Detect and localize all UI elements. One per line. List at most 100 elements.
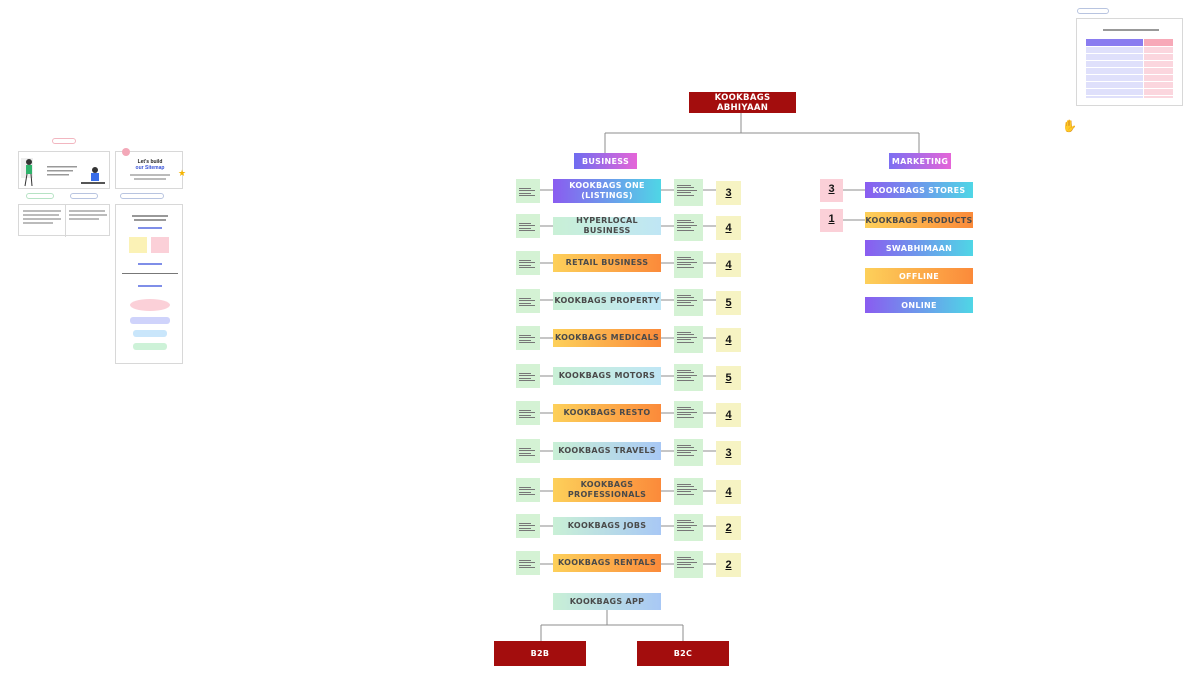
business-detail-note <box>674 326 703 353</box>
business-left-note <box>516 364 540 388</box>
business-count-value: 2 <box>725 522 732 534</box>
business-count-value: 3 <box>725 187 732 199</box>
business-detail-note <box>674 364 703 391</box>
instructions-card <box>18 204 110 237</box>
business-count-note: 4 <box>716 216 741 240</box>
tag-blue <box>70 193 98 199</box>
business-count-note: 5 <box>716 291 741 315</box>
business-detail-note <box>674 289 703 316</box>
business-item-node[interactable]: RETAIL BUSINESS <box>553 254 661 272</box>
legend-card <box>115 204 183 364</box>
business-item-node[interactable]: KOOKBAGS TRAVELS <box>553 442 661 460</box>
business-count-note: 3 <box>716 441 741 465</box>
business-detail-note <box>674 478 703 505</box>
business-item-node[interactable]: KOOKBAGS PROPERTY <box>553 292 661 310</box>
intro-card <box>18 151 110 189</box>
action-table-card <box>1076 18 1183 106</box>
tag-right <box>120 193 164 199</box>
business-side-connectors <box>540 189 716 565</box>
marketing-stores-count: 3 <box>828 183 835 195</box>
table-header-left <box>1086 39 1143 46</box>
template-top-tag <box>52 138 76 144</box>
business-detail-note <box>674 439 703 466</box>
table-top-tag <box>1077 8 1109 14</box>
business-count-note: 4 <box>716 480 741 504</box>
b2c-node[interactable]: B2C <box>637 641 729 666</box>
business-item-node[interactable]: KOOKBAGS RENTALS <box>553 554 661 572</box>
business-count-note: 4 <box>716 328 741 352</box>
b2b-node[interactable]: B2B <box>494 641 586 666</box>
legend-yellow-note <box>129 237 147 253</box>
business-count-value: 5 <box>725 297 732 309</box>
business-count-note: 4 <box>716 253 741 277</box>
marketing-item-products[interactable]: KOOKBAGS PRODUCTS <box>865 212 973 228</box>
marketing-item-offline[interactable]: OFFLINE <box>865 268 973 284</box>
business-detail-note <box>674 551 703 578</box>
legend-green-shape <box>133 343 167 350</box>
business-count-note: 2 <box>716 553 741 577</box>
business-count-value: 4 <box>725 259 732 271</box>
business-item-node[interactable]: KOOKBAGS RESTO <box>553 404 661 422</box>
business-item-node[interactable]: HYPERLOCAL BUSINESS <box>553 216 661 235</box>
legend-pink-note <box>151 237 169 253</box>
business-left-note <box>516 289 540 313</box>
business-left-note <box>516 514 540 538</box>
business-header[interactable]: BUSINESS <box>574 153 637 169</box>
marketing-stores-count-note: 3 <box>820 179 843 202</box>
legend-connector-line <box>122 273 178 274</box>
business-detail-note <box>674 179 703 206</box>
business-left-note <box>516 439 540 463</box>
legend-blue-shape <box>130 317 170 324</box>
table-header-right <box>1144 39 1173 46</box>
table-body-right <box>1144 47 1173 98</box>
star-icon: ★ <box>178 168 187 178</box>
legend-lightblue-shape <box>133 330 167 337</box>
business-count-value: 4 <box>725 222 732 234</box>
marketing-products-count-note: 1 <box>820 209 843 232</box>
sitemap-title-line2: our Sitemap <box>135 165 165 171</box>
business-left-note <box>516 179 540 203</box>
marketing-products-count: 1 <box>828 213 835 225</box>
business-detail-note <box>674 401 703 428</box>
business-detail-note <box>674 514 703 541</box>
business-count-note: 2 <box>716 516 741 540</box>
business-count-value: 4 <box>725 334 732 346</box>
business-item-node[interactable]: KOOKBAGS JOBS <box>553 517 661 535</box>
business-item-node[interactable]: KOOKBAGS MEDICALS <box>553 329 661 347</box>
tag-green <box>26 193 54 199</box>
business-left-note <box>516 326 540 350</box>
marketing-item-swabhimaan[interactable]: SWABHIMAAN <box>865 240 973 256</box>
business-left-note <box>516 214 540 238</box>
kookbags-app-node[interactable]: KOOKBAGS APP <box>553 593 661 610</box>
business-count-value: 2 <box>725 559 732 571</box>
business-count-value: 3 <box>725 447 732 459</box>
business-count-note: 3 <box>716 181 741 205</box>
business-count-note: 5 <box>716 366 741 390</box>
business-count-value: 5 <box>725 372 732 384</box>
marketing-item-online[interactable]: ONLINE <box>865 297 973 313</box>
business-count-value: 4 <box>725 409 732 421</box>
illustration-person-icon <box>21 158 105 187</box>
legend-oval-shape <box>130 299 170 311</box>
sitemap-title-line1: Let's build <box>137 159 163 165</box>
sitemap-title-card: Let's build our Sitemap <box>115 148 183 189</box>
marketing-item-stores[interactable]: KOOKBAGS STORES <box>865 182 973 198</box>
business-left-note <box>516 478 540 502</box>
marketing-header[interactable]: MARKETING <box>889 153 951 169</box>
sitemap-template-area: Let's build our Sitemap ★ <box>18 138 186 364</box>
table-body-left <box>1086 47 1143 98</box>
business-detail-note <box>674 214 703 241</box>
business-left-note <box>516 401 540 425</box>
business-detail-note <box>674 251 703 278</box>
business-item-node[interactable]: KOOKBAGS MOTORS <box>553 367 661 385</box>
business-item-node[interactable]: KOOKBAGS ONE (LISTINGS) <box>553 179 661 203</box>
pin-icon <box>122 148 130 156</box>
business-left-note <box>516 251 540 275</box>
root-node[interactable]: KOOKBAGS ABHIYAAN <box>689 92 796 113</box>
business-count-note: 4 <box>716 403 741 427</box>
business-item-node[interactable]: KOOKBAGS PROFESSIONALS <box>553 478 661 502</box>
business-left-note <box>516 551 540 575</box>
business-count-value: 4 <box>725 486 732 498</box>
hand-cursor-icon: ✋ <box>1062 119 1077 133</box>
